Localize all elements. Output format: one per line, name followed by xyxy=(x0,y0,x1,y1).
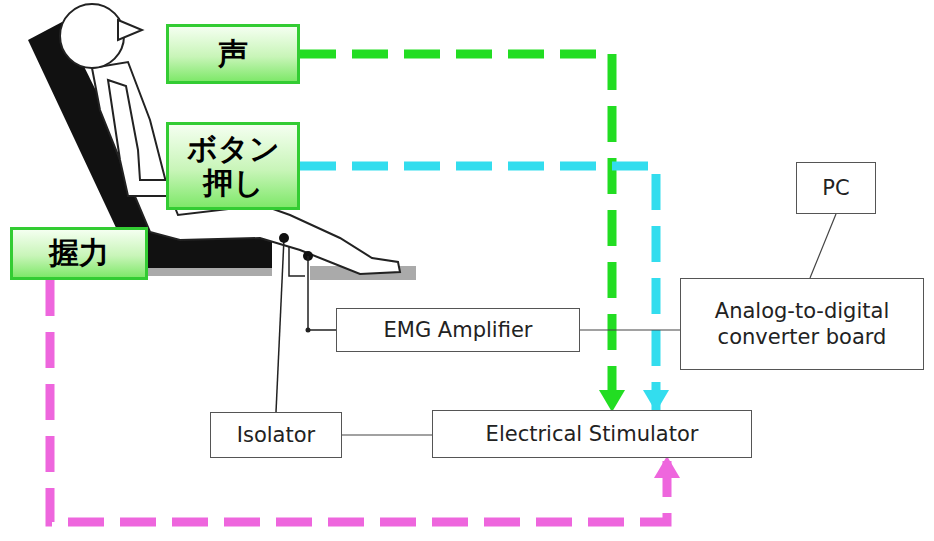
electrode xyxy=(279,233,289,243)
wire xyxy=(810,214,836,278)
stimulus-box: 声 xyxy=(166,24,300,84)
emg-wire xyxy=(308,256,336,330)
signal-arrow xyxy=(50,280,667,522)
emg-wire xyxy=(289,246,305,276)
device-box: Electrical Stimulator xyxy=(432,410,752,458)
device-box: Isolator xyxy=(210,412,342,458)
signal-arrow xyxy=(300,54,612,410)
signal-arrow xyxy=(300,166,656,410)
box-label: ボタン 押し xyxy=(178,132,288,201)
box-label: EMG Amplifier xyxy=(384,317,533,343)
box-label: Isolator xyxy=(237,422,315,448)
box-label: Electrical Stimulator xyxy=(486,421,699,447)
box-label: PC xyxy=(822,175,849,201)
stimulus-box: ボタン 押し xyxy=(166,122,300,210)
stimulus-box: 握力 xyxy=(10,227,148,280)
isolator-wire xyxy=(276,238,284,412)
wire xyxy=(580,329,680,330)
person-head xyxy=(60,4,124,68)
wire-joint xyxy=(306,328,311,333)
wire xyxy=(342,434,432,435)
device-box: PC xyxy=(796,162,876,214)
box-label: Analog-to-digital converter board xyxy=(689,298,915,351)
person-arm xyxy=(108,80,172,196)
box-label: 声 xyxy=(218,37,248,72)
box-label: 握力 xyxy=(49,236,109,271)
device-box: EMG Amplifier xyxy=(336,308,580,352)
person-face xyxy=(118,20,142,40)
device-box: Analog-to-digital converter board xyxy=(680,278,924,370)
